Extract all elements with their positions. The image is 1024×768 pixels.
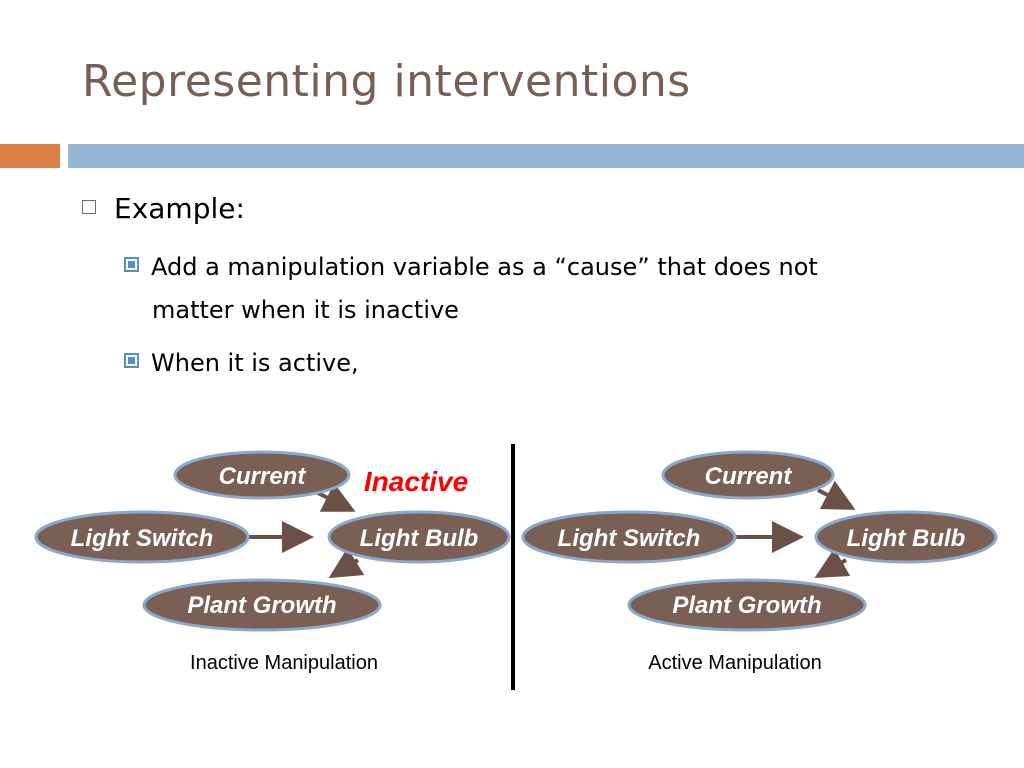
bullet-level2-text-1a: Add a manipulation variable as a “cause”… [151, 253, 818, 281]
node-light-bulb-label: Light Bulb [847, 525, 966, 552]
node-light-bulb-label: Light Bulb [360, 525, 479, 552]
slide-title: Representing interventions [82, 56, 691, 107]
node-plant-growth-label: Plant Growth [187, 592, 336, 619]
square-bullet-icon [124, 257, 139, 272]
accent-bar-blue [68, 144, 1024, 168]
bullet-level2-text-2: When it is active, [151, 349, 359, 377]
node-plant-growth: Plant Growth [142, 578, 382, 632]
node-light-bulb: Light Bulb [327, 510, 511, 564]
right-diagram: Current Light Switch Light Bulb Plant Gr… [521, 450, 998, 674]
bullet-level1: Example: [82, 192, 245, 225]
bullet-level2-text-1b: matter when it is inactive [152, 296, 459, 324]
node-light-switch: Light Switch [34, 510, 250, 564]
bullet-level2-item-1: Add a manipulation variable as a “cause”… [124, 253, 818, 281]
node-plant-growth-label: Plant Growth [672, 592, 821, 619]
node-light-switch: Light Switch [521, 510, 737, 564]
arrow-bulb-to-plant [328, 547, 365, 579]
node-current: Current [173, 450, 351, 500]
node-light-switch-label: Light Switch [71, 525, 214, 552]
accent-bar-orange [0, 144, 60, 168]
right-diagram-caption: Active Manipulation [648, 652, 821, 674]
bullet-level2-item-2: When it is active, [124, 349, 359, 377]
left-diagram: Current Light Switch Light Bulb Plant Gr… [34, 450, 511, 674]
left-diagram-caption: Inactive Manipulation [190, 652, 378, 674]
inactive-status-label: Inactive [364, 466, 468, 497]
hollow-square-bullet-icon [82, 200, 96, 214]
node-current-label: Current [705, 463, 793, 490]
bullet-level1-text: Example: [114, 192, 245, 225]
node-current: Current [661, 450, 835, 500]
node-plant-growth: Plant Growth [627, 578, 867, 632]
square-bullet-icon [124, 353, 139, 368]
node-light-switch-label: Light Switch [558, 525, 701, 552]
arrow-bulb-to-plant [814, 548, 851, 578]
node-current-label: Current [219, 463, 307, 490]
node-light-bulb: Light Bulb [814, 510, 998, 564]
arrow-current-to-bulb [817, 480, 856, 510]
